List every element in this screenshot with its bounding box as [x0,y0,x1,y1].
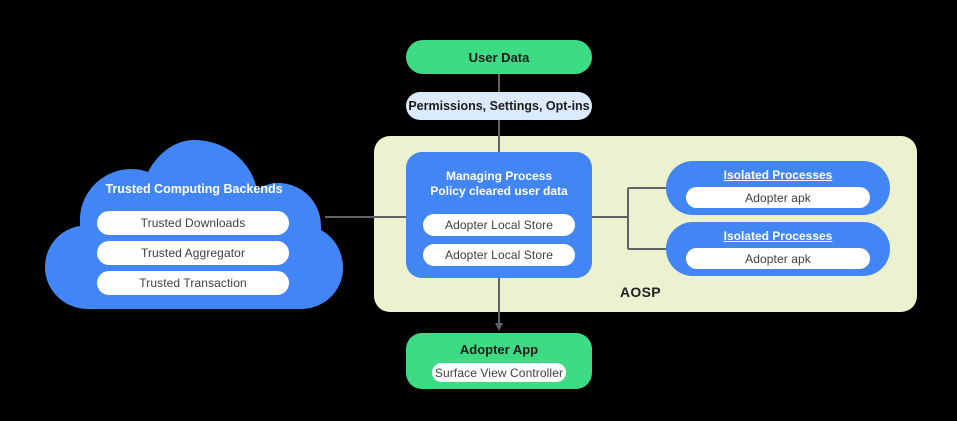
cloud-item-trusted-transaction[interactable]: Trusted Transaction [97,271,289,295]
surface-view-controller-label: Surface View Controller [434,365,564,380]
cloud-item-label: Trusted Transaction [139,276,247,290]
adopter-local-store-2[interactable]: Adopter Local Store [423,244,575,266]
managing-process-title: Managing Process Policy cleared user dat… [406,169,592,199]
cloud-item-label: Trusted Downloads [140,216,246,230]
trusted-computing-backends-cloud[interactable]: Trusted Computing Backends Trusted Downl… [44,138,344,310]
managing-process-title-line2: Policy cleared user data [430,184,568,198]
adopter-app-box[interactable]: Adopter App Surface View Controller [406,333,592,389]
adopter-apk-1[interactable]: Adopter apk [686,187,870,208]
adopter-apk-label: Adopter apk [745,251,811,266]
adopter-local-store-1[interactable]: Adopter Local Store [423,214,575,236]
user-data-label: User Data [468,49,530,65]
aosp-label: AOSP [620,284,661,300]
isolated-processes-title: Isolated Processes [723,168,833,182]
user-data-box[interactable]: User Data [406,40,592,74]
surface-view-controller[interactable]: Surface View Controller [432,363,566,382]
isolated-processes-title: Isolated Processes [723,229,833,243]
adopter-apk-label: Adopter apk [745,190,811,205]
permissions-settings-optins-box[interactable]: Permissions, Settings, Opt-ins [406,92,592,120]
cloud-item-trusted-downloads[interactable]: Trusted Downloads [97,211,289,235]
cloud-item-trusted-aggregator[interactable]: Trusted Aggregator [97,241,289,265]
adopter-app-title: Adopter App [459,342,539,357]
isolated-processes-box-2[interactable]: Isolated Processes Adopter apk [666,222,890,276]
adopter-apk-2[interactable]: Adopter apk [686,248,870,269]
permissions-label: Permissions, Settings, Opt-ins [408,99,590,113]
isolated-processes-box-1[interactable]: Isolated Processes Adopter apk [666,161,890,215]
managing-process-box[interactable]: Managing Process Policy cleared user dat… [406,152,592,278]
managing-process-title-line1: Managing Process [445,169,553,183]
adopter-local-store-label: Adopter Local Store [445,248,553,262]
cloud-item-label: Trusted Aggregator [140,246,246,260]
cloud-title: Trusted Computing Backends [105,182,283,196]
adopter-local-store-label: Adopter Local Store [445,218,553,232]
